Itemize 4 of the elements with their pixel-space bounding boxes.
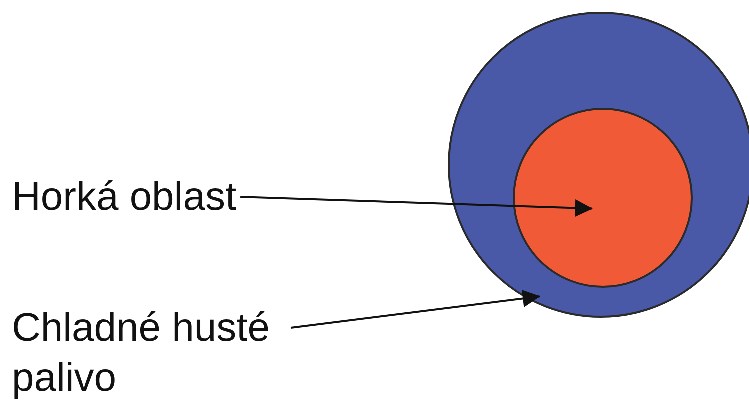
- callout-label: Chladné husté palivo: [12, 303, 287, 403]
- leader-line: [240, 196, 593, 218]
- leader-line: [290, 290, 541, 329]
- callout-label: Horká oblast: [12, 172, 237, 222]
